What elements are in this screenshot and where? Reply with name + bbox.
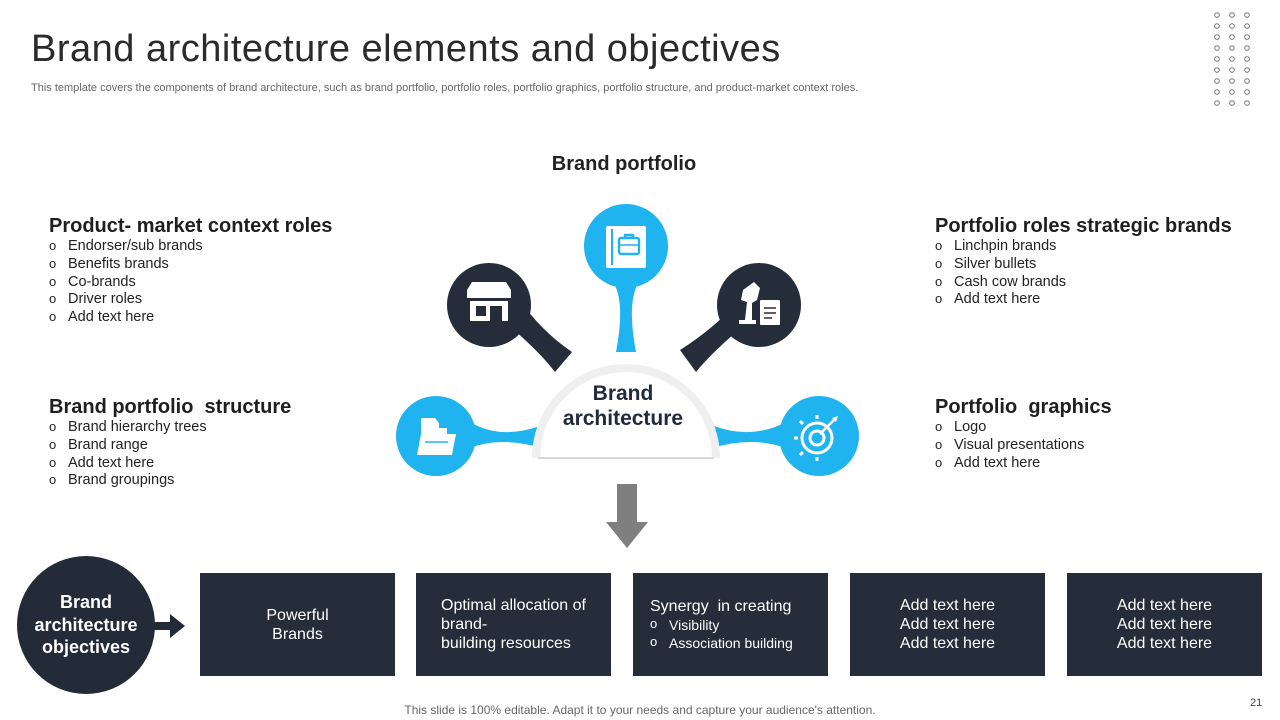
- list-item: Brand hierarchy trees: [49, 418, 291, 437]
- center-label-line: architecture: [562, 407, 684, 430]
- node-top: [584, 204, 668, 288]
- list-item: Benefits brands: [49, 255, 332, 274]
- list-item: Association building: [650, 633, 793, 652]
- objective-box-2: Optimal allocation of brand- building re…: [416, 573, 611, 676]
- objective-line: Add text here: [899, 597, 996, 614]
- objective-box-5: Add text here Add text here Add text her…: [1067, 573, 1262, 676]
- connector-lower-right: [712, 422, 786, 448]
- down-arrow-icon: [606, 484, 648, 548]
- brand-portfolio-label: Brand portfolio: [551, 153, 697, 175]
- list-item: Linchpin brands: [935, 237, 1232, 256]
- portfolio-graphics-heading: Portfolio graphics: [935, 396, 1112, 418]
- brand-architecture-center-label: Brand architecture: [548, 381, 698, 431]
- list-item: Add text here: [49, 308, 332, 327]
- list-item: Add text here: [49, 454, 291, 473]
- objectives-circle: Brand architecture objectives: [17, 556, 155, 694]
- node-upper-right: [717, 263, 801, 347]
- list-item: Visual presentations: [935, 436, 1112, 455]
- product-market-block: Product- market context roles Endorser/s…: [49, 214, 332, 327]
- portfolio-structure-block: Brand portfolio structure Brand hierarch…: [49, 395, 291, 490]
- node-upper-left: [447, 263, 531, 347]
- portfolio-graphics-block: Portfolio graphics Logo Visual presentat…: [935, 395, 1112, 472]
- list-item: Add text here: [935, 290, 1232, 309]
- list-item: Brand range: [49, 436, 291, 455]
- list-item: Driver roles: [49, 290, 332, 309]
- center-half-circle: [540, 372, 712, 458]
- right-arrow-icon: [152, 614, 185, 638]
- portfolio-structure-heading: Brand portfolio structure: [49, 396, 292, 418]
- list-item: Logo: [935, 418, 1112, 437]
- list-item: Visibility: [650, 615, 793, 634]
- objectives-circle-line: objectives: [41, 637, 131, 658]
- list-item: Endorser/sub brands: [49, 237, 332, 256]
- objective-line: Add text here: [899, 635, 996, 652]
- portfolio-roles-block: Portfolio roles strategic brands Linchpi…: [935, 214, 1232, 309]
- decorative-dot-grid: [1214, 12, 1250, 106]
- objective-line: Add text here: [899, 616, 996, 633]
- page-number: 21: [1250, 697, 1263, 709]
- list-item: Silver bullets: [935, 255, 1232, 274]
- folder-document-icon: [417, 418, 456, 455]
- portfolio-roles-list: Linchpin brands Silver bullets Cash cow …: [935, 237, 1232, 309]
- product-market-heading: Product- market context roles: [49, 215, 333, 237]
- node-lower-right: [779, 396, 859, 476]
- center-label-line: Brand: [592, 382, 654, 405]
- connector-lower-left: [470, 422, 542, 448]
- objective-line: Add text here: [1116, 597, 1213, 614]
- objective-line: Brands: [272, 625, 323, 643]
- list-item: Cash cow brands: [935, 273, 1232, 292]
- objective-heading: Synergy in creating: [650, 598, 792, 615]
- connector-top: [612, 280, 640, 352]
- node-lower-left: [396, 396, 476, 476]
- objectives-circle-line: architecture: [34, 614, 138, 635]
- list-item: Co-brands: [49, 273, 332, 292]
- portfolio-structure-list: Brand hierarchy trees Brand range Add te…: [49, 418, 291, 490]
- gear-target-icon: [794, 415, 838, 461]
- brand-architecture-hub-diagram: [396, 204, 859, 476]
- portfolio-roles-heading: Portfolio roles strategic brands: [935, 215, 1232, 237]
- store-icon: [467, 282, 511, 321]
- objective-list: Visibility Association building: [650, 615, 793, 652]
- objective-box-1: Powerful Brands: [200, 573, 395, 676]
- objective-line: Add text here: [1116, 635, 1213, 652]
- objective-line: Add text here: [1116, 616, 1213, 633]
- objective-box-3: Synergy in creating Visibility Associati…: [633, 573, 828, 676]
- objective-box-4: Add text here Add text here Add text her…: [850, 573, 1045, 676]
- briefcase-book-icon: [606, 226, 646, 268]
- product-market-list: Endorser/sub brands Benefits brands Co-b…: [49, 237, 332, 327]
- page-title: Brand architecture elements and objectiv…: [31, 28, 781, 70]
- list-item: Add text here: [935, 454, 1112, 473]
- objective-line: brand-: [441, 616, 488, 633]
- chess-knight-icon: [739, 282, 780, 325]
- objective-line: building resources: [441, 635, 571, 652]
- footer-note: This slide is 100% editable. Adapt it to…: [404, 703, 876, 717]
- portfolio-graphics-list: Logo Visual presentations Add text here: [935, 418, 1112, 473]
- list-item: Brand groupings: [49, 471, 291, 490]
- objective-line: Optimal allocation of: [441, 597, 586, 614]
- objectives-circle-line: Brand: [59, 592, 112, 613]
- page-subtitle: This template covers the components of b…: [31, 82, 859, 94]
- objective-line: Powerful: [266, 606, 329, 624]
